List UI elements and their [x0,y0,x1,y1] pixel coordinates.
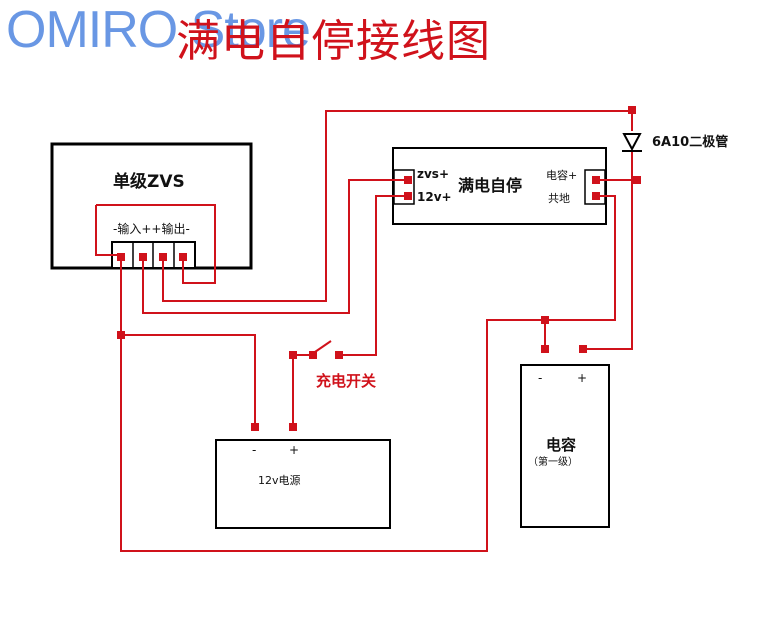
node-dot [251,423,259,431]
node-dot [579,345,587,353]
psu-minus-label: - [252,443,257,457]
capacitor-label: 电容 [546,436,577,454]
node-dot [289,423,297,431]
node-dot [309,351,317,359]
zvs-module-label: 单级ZVS [113,172,185,192]
zvs-port-label: -输入++输出- [113,222,190,236]
node-dot [139,253,147,261]
node-dot [628,106,636,114]
wire-zvs-loop [96,204,216,284]
psu-plus-label: + [289,443,300,457]
wire-12v-sense [338,195,408,356]
node-dot [592,192,600,200]
capacitor-sublabel: （第一级） [528,457,578,468]
diagram-title: 满电自停接线图 [176,16,491,67]
diode-icon [622,133,642,152]
node-dot [159,253,167,261]
node-dot [633,176,641,184]
node-dot [541,345,549,353]
cutoff-pin-zvs: zvs+ [417,167,450,181]
node-dot [117,253,125,261]
node-dot [404,192,412,200]
wire-zvs-plus-in [142,179,408,314]
wire-ground [120,257,546,552]
switch-label: 充电开关 [316,372,377,390]
psu-box [215,439,391,529]
watermark: OMIRO Store [6,1,311,59]
node-dot [335,351,343,359]
node-dot [117,331,125,339]
cutoff-module-label: 满电自停 [458,176,523,195]
wire-cutoff-gnd [545,195,616,321]
psu-label: 12v电源 [258,474,301,487]
wire-psu-minus [121,334,256,427]
wire-zvs-plus-out [162,110,633,302]
diode-label: 6A10二极管 [652,135,729,150]
node-dot [289,351,297,359]
node-dot [541,316,549,324]
cutoff-module-box [392,147,607,225]
wire-zvs-loop [95,205,121,256]
cutoff-pin-12v: 12v+ [417,190,452,204]
capacitor-box [520,364,610,528]
node-dot [179,253,187,261]
wire-diode-to-cap [583,152,633,350]
cap-plus-label: + [577,371,588,385]
cap-minus-label: - [538,371,543,385]
wire-switch-to-psu [292,354,313,427]
node-dot [404,176,412,184]
node-dot [592,176,600,184]
cutoff-pin-gnd: 共地 [548,192,570,205]
cutoff-pin-cap: 电容+ [546,169,578,182]
